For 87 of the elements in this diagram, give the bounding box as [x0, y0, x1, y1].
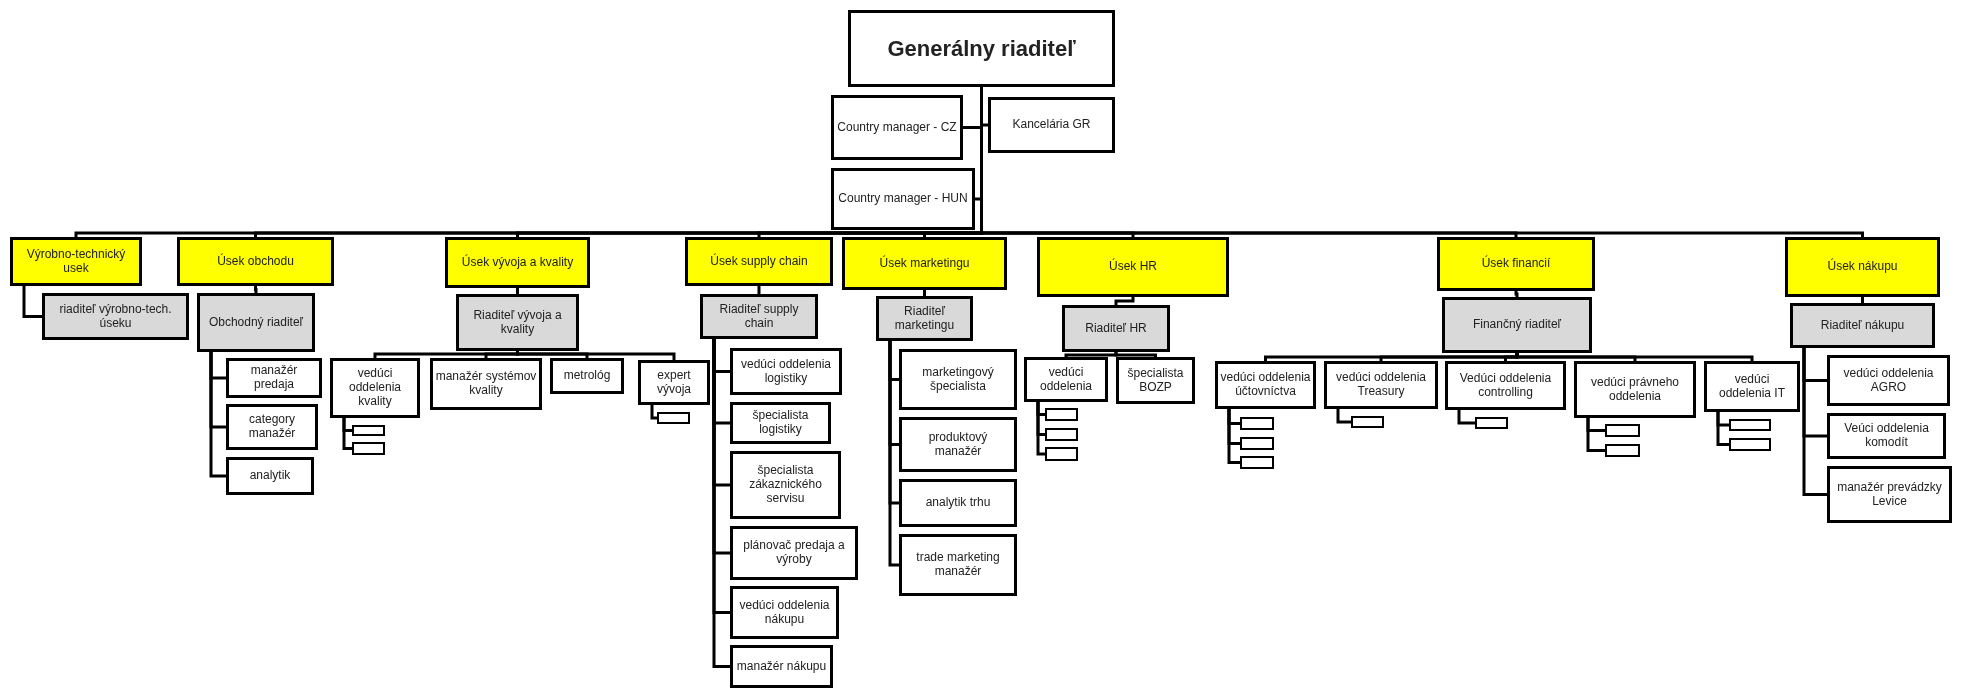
position-box: analytik trhu	[899, 479, 1017, 527]
empty-box	[1475, 417, 1508, 429]
director-box: Riaditeľ HR	[1062, 305, 1170, 352]
director-box: riaditeľ výrobno-tech. úseku	[42, 293, 189, 340]
position-box: vedúci oddelenia	[1024, 357, 1108, 402]
connector-line	[1036, 402, 1045, 456]
connector-line	[1586, 418, 1605, 452]
position-box: metrológ	[550, 358, 624, 394]
director-box: Riaditeľ supply chain	[700, 294, 818, 339]
position-box: marketingový špecialista	[899, 349, 1017, 410]
connector-line	[1504, 353, 1519, 361]
position-box: špecialista logistiky	[730, 402, 831, 444]
director-box: Riaditeľ marketingu	[876, 296, 973, 341]
department-box: Výrobno-technický usek	[10, 237, 142, 286]
position-box: manažér nákupu	[730, 645, 833, 688]
connector-line	[1114, 297, 1135, 305]
position-box: produktový manažér	[899, 417, 1017, 472]
connector-line	[1514, 291, 1519, 297]
empty-box	[1351, 416, 1384, 428]
connector-line	[1227, 409, 1240, 464]
position-box: manažér predaja	[226, 358, 322, 398]
connector-line	[757, 286, 761, 294]
connector-line	[1515, 353, 1754, 361]
connector-line	[484, 351, 519, 358]
department-box: Úsek obchodu	[177, 237, 334, 286]
director-box: Finančný riaditeľ	[1442, 297, 1592, 353]
connector-line	[1716, 412, 1729, 446]
position-box: Veúci oddelenia komodít	[1827, 413, 1946, 459]
connector-line	[1861, 297, 1864, 303]
position-box: vedúci oddelenia nákupu	[730, 586, 839, 639]
department-box: Úsek financií	[1437, 237, 1595, 291]
empty-box	[1729, 438, 1771, 451]
position-box: expert vývoja	[638, 360, 710, 405]
connector-line	[1114, 352, 1157, 358]
position-box: manažér prevádzky Levice	[1827, 466, 1952, 523]
director-box: Riaditeľ nákupu	[1790, 303, 1935, 348]
position-box: Country manager - HUN	[831, 168, 975, 230]
position-box: trade marketing manažér	[899, 534, 1017, 596]
department-box: Úsek marketingu	[842, 237, 1007, 290]
position-box: vedúci oddelenia Treasury	[1324, 361, 1438, 409]
empty-box	[657, 412, 690, 424]
department-box: Úsek HR	[1037, 237, 1229, 297]
empty-box	[1045, 447, 1078, 461]
director-box: Obchodný riaditeľ	[197, 293, 315, 352]
empty-box	[1240, 417, 1274, 430]
position-box: Country manager - CZ	[831, 95, 963, 160]
position-box: vedúci oddelenia AGRO	[1827, 355, 1950, 406]
empty-box	[352, 442, 385, 455]
empty-box	[1240, 437, 1274, 450]
director-box: Riaditeľ vývoja a kvality	[456, 294, 579, 351]
position-box: analytik	[226, 457, 314, 495]
connector-line	[342, 418, 352, 450]
empty-box	[1605, 424, 1640, 437]
connector-line	[22, 286, 42, 318]
position-box: vedúci oddelenia kvality	[330, 358, 420, 418]
department-box: Úsek supply chain	[685, 237, 833, 286]
department-box: Úsek nákupu	[1785, 237, 1940, 297]
connector-line	[209, 352, 226, 478]
empty-box	[1045, 428, 1078, 441]
connector-line	[516, 288, 519, 294]
position-box: vedúci právneho oddelenia	[1574, 361, 1696, 418]
connector-line	[1457, 410, 1475, 425]
position-box: vedúci oddelenia účtovníctva	[1215, 361, 1316, 409]
connector-line	[516, 351, 676, 360]
connector-line	[1064, 352, 1118, 358]
position-box: plánovač predaja a výroby	[730, 526, 858, 580]
position-box: Kancelária GR	[988, 97, 1115, 153]
position-box: vedúci oddelenia IT	[1704, 361, 1800, 412]
empty-box	[1605, 444, 1640, 457]
connector-line	[650, 405, 657, 420]
position-box: špecialista BOZP	[1116, 357, 1195, 404]
connector-line	[254, 286, 258, 293]
empty-box	[1240, 456, 1274, 469]
position-box: manažér systémov kvality	[430, 358, 542, 410]
department-box: Úsek vývoja a kvality	[445, 237, 590, 288]
empty-box	[1045, 408, 1078, 421]
position-box: vedúci oddelenia logistiky	[730, 348, 842, 395]
connector-line	[923, 290, 926, 296]
connector-line	[1802, 348, 1827, 496]
connector-line	[1336, 409, 1351, 424]
empty-box	[1729, 419, 1771, 431]
position-box: category manažér	[226, 404, 318, 450]
connector-line	[888, 341, 899, 567]
position-box: Vedúci oddelenia controlling	[1445, 361, 1566, 410]
top-position-box: Generálny riaditeľ	[848, 10, 1115, 87]
empty-box	[352, 425, 385, 436]
position-box: špecialista zákaznického servisu	[730, 451, 841, 519]
